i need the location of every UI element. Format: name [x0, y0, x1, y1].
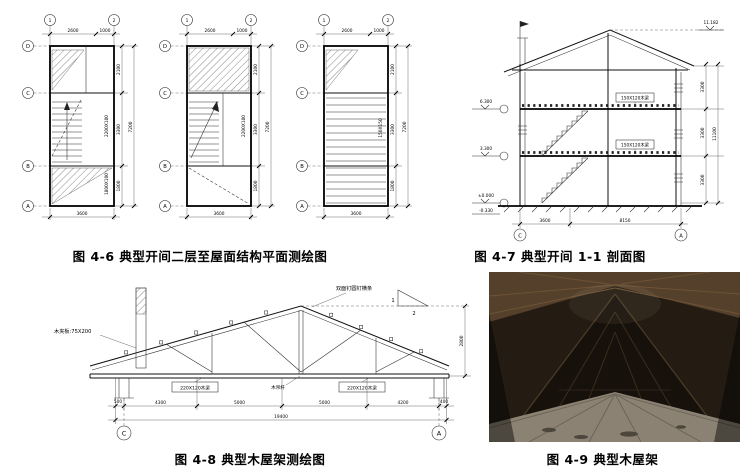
figure-caption-4-8: 图 4-8 典型木屋架测绘图 — [174, 452, 326, 467]
dim-label: 500 — [114, 399, 122, 405]
dim-label: 19400 — [274, 414, 288, 420]
elev-label: ±0.000 — [478, 193, 494, 199]
axis-label: A — [679, 234, 683, 240]
dim-label: 8150 — [620, 218, 631, 224]
plan-drawing-3: 150X150 — [295, 13, 413, 221]
note-label: 150X120木梁 — [621, 142, 650, 149]
section-drawing: 6.300 3.300 ±0.000 -0.330 11.182 3300 33… — [472, 20, 724, 242]
note-label: 木夹板:75X200 — [54, 327, 91, 335]
plan-drawing-1: 2200X100 1800X100 — [21, 13, 139, 221]
attic-photo — [489, 272, 740, 442]
dim-label: 4200 — [398, 400, 409, 406]
figure-caption-4-6: 图 4-6 典型开间二层至屋面结构平面测绘图 — [72, 249, 328, 264]
plan-drawing-2: 2200X100 — [158, 13, 276, 221]
elev-label: 3.300 — [480, 146, 493, 152]
elev-label: 6.300 — [480, 99, 493, 105]
slope-label: 1 — [391, 298, 394, 304]
elev-label: 11.182 — [703, 20, 718, 26]
dim-label: 3300 — [700, 81, 706, 92]
dim-label: 11100 — [712, 127, 718, 141]
axis-label: A — [437, 430, 442, 438]
note-label: 220X120木梁 — [180, 385, 210, 392]
note-label: 150X120木梁 — [621, 95, 650, 102]
dim-label: 3300 — [700, 174, 706, 185]
note-label: 220X120木梁 — [347, 385, 377, 392]
note-label: 1800X100 — [104, 173, 110, 195]
dim-label: 5000 — [234, 400, 245, 406]
truss-drawing: 木夹板:75X200 双面钉圆钉横条 1 2 220X120木梁 木吊杆 220… — [54, 284, 471, 441]
dim-label: 3600 — [540, 218, 551, 224]
dim-label: 400 — [440, 399, 448, 405]
dim-label: 2800 — [459, 335, 465, 346]
slope-label: 2 — [412, 311, 415, 317]
figure-caption-4-7: 图 4-7 典型开间 1-1 剖面图 — [474, 249, 646, 264]
dim-label: 5000 — [319, 400, 330, 406]
note-label: 150X150 — [378, 118, 384, 138]
note-label: 木吊杆 — [271, 384, 285, 391]
elev-label: -0.330 — [479, 208, 493, 214]
note-label: 双面钉圆钉横条 — [336, 284, 372, 292]
dim-label: 4300 — [155, 400, 166, 406]
axis-label: C — [518, 234, 522, 240]
dim-label: 3300 — [700, 127, 706, 138]
axis-label: C — [122, 430, 127, 438]
figure-caption-4-9: 图 4-9 典型木屋架 — [546, 452, 659, 467]
note-label: 2200X100 — [104, 115, 110, 137]
note-label: 2200X100 — [241, 115, 247, 137]
